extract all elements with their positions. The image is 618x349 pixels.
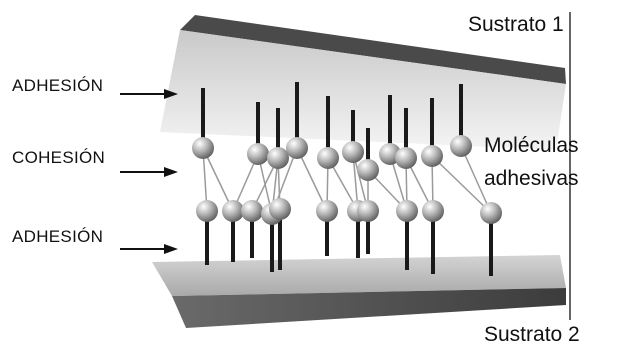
molecule-sphere xyxy=(422,200,444,222)
adhesion-top-label: ADHESIÓN xyxy=(12,76,103,95)
molecule-sphere xyxy=(395,147,417,169)
substrate-top-label: Sustrato 1 xyxy=(468,13,564,36)
adhesion-bottom-label: ADHESIÓN xyxy=(12,227,103,246)
molecules-label-line1: Moléculas xyxy=(484,134,579,157)
molecules-label-line2: adhesivas xyxy=(484,167,579,190)
cohesion-bond xyxy=(296,147,328,212)
molecule-sphere xyxy=(247,143,269,165)
molecule-sphere xyxy=(222,200,244,222)
molecule-sphere xyxy=(286,137,308,159)
molecule-sphere xyxy=(269,198,291,220)
molecule-sphere xyxy=(196,200,218,222)
molecule-sphere xyxy=(421,145,443,167)
cohesion-bond xyxy=(431,155,492,214)
cohesion-arrow xyxy=(120,167,178,177)
adhesive-molecules xyxy=(192,82,502,276)
molecule-sphere xyxy=(267,147,289,169)
cohesion-label: COHESIÓN xyxy=(12,148,105,167)
molecule-sphere xyxy=(342,141,364,163)
cohesion-bond xyxy=(460,145,492,214)
molecule-sphere xyxy=(192,137,214,159)
molecule-sphere xyxy=(396,200,418,222)
adhesion-top-arrow xyxy=(120,89,178,99)
molecule-sphere xyxy=(241,200,263,222)
substrate-top-plate xyxy=(160,15,566,150)
molecule-sphere xyxy=(357,159,379,181)
molecule-sphere xyxy=(316,200,338,222)
molecule-sphere xyxy=(450,135,472,157)
adhesion-bottom-arrow xyxy=(120,244,178,254)
substrate-bottom-label: Sustrato 2 xyxy=(484,323,580,346)
molecule-sphere xyxy=(480,202,502,224)
cohesion-bond xyxy=(202,147,234,212)
substrate-bottom-plate xyxy=(152,255,566,328)
molecule-sphere xyxy=(317,147,339,169)
molecule-sphere xyxy=(357,200,379,222)
